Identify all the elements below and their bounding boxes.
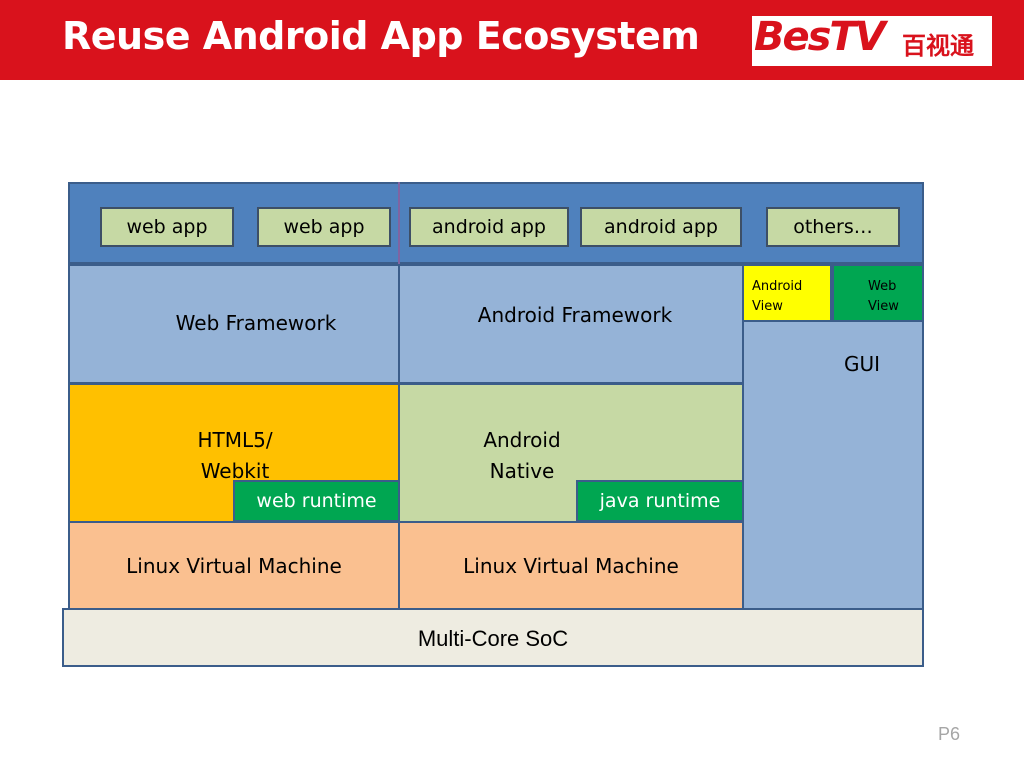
web-view-line1: Web: [868, 279, 897, 294]
android-view-label: Android View: [752, 277, 802, 317]
linux-vm-label-left: Linux Virtual Machine: [126, 554, 342, 578]
web-runtime-box: web runtime: [233, 480, 400, 522]
android-app-box-2: android app: [580, 207, 742, 247]
webkit-line: Webkit: [200, 459, 270, 483]
bestv-logo: BesTV 百视通: [752, 14, 992, 66]
java-runtime-box: java runtime: [576, 480, 744, 522]
android-line: Android: [483, 428, 561, 452]
logo-latin-text: BesTV: [754, 14, 886, 60]
soc-box: [62, 608, 924, 667]
page-number: P6: [938, 724, 961, 744]
android-app-box-1: android app: [409, 207, 569, 247]
native-line: Native: [489, 459, 555, 483]
android-native-label: Android Native: [462, 425, 582, 487]
linux-vm-box-right: [398, 521, 744, 610]
android-view-box: [742, 264, 832, 322]
android-framework-label: Android Framework: [477, 303, 673, 327]
web-app-box-2: web app: [257, 207, 391, 247]
linux-vm-box-left: [68, 521, 400, 610]
others-box: others…: [766, 207, 900, 247]
logo-cjk-text: 百视通: [902, 32, 974, 60]
html5-line: HTML5/: [197, 428, 273, 452]
android-view-line2: View: [752, 299, 783, 314]
html5-webkit-label: HTML5/ Webkit: [170, 425, 300, 487]
web-app-box-1: web app: [100, 207, 234, 247]
web-view-label: Web View: [868, 277, 899, 317]
linux-vm-label-right: Linux Virtual Machine: [463, 554, 679, 578]
android-view-line1: Android: [752, 279, 803, 294]
gui-label: GUI: [843, 352, 881, 376]
soc-label: Multi-Core SoC: [417, 626, 569, 651]
web-framework-label: Web Framework: [175, 311, 337, 335]
web-view-line2: View: [868, 299, 899, 314]
slide-title: Reuse Android App Ecosystem: [62, 14, 700, 58]
header-bar: Reuse Android App Ecosystem BesTV 百视通: [0, 0, 1024, 80]
web-view-box: [832, 264, 924, 322]
